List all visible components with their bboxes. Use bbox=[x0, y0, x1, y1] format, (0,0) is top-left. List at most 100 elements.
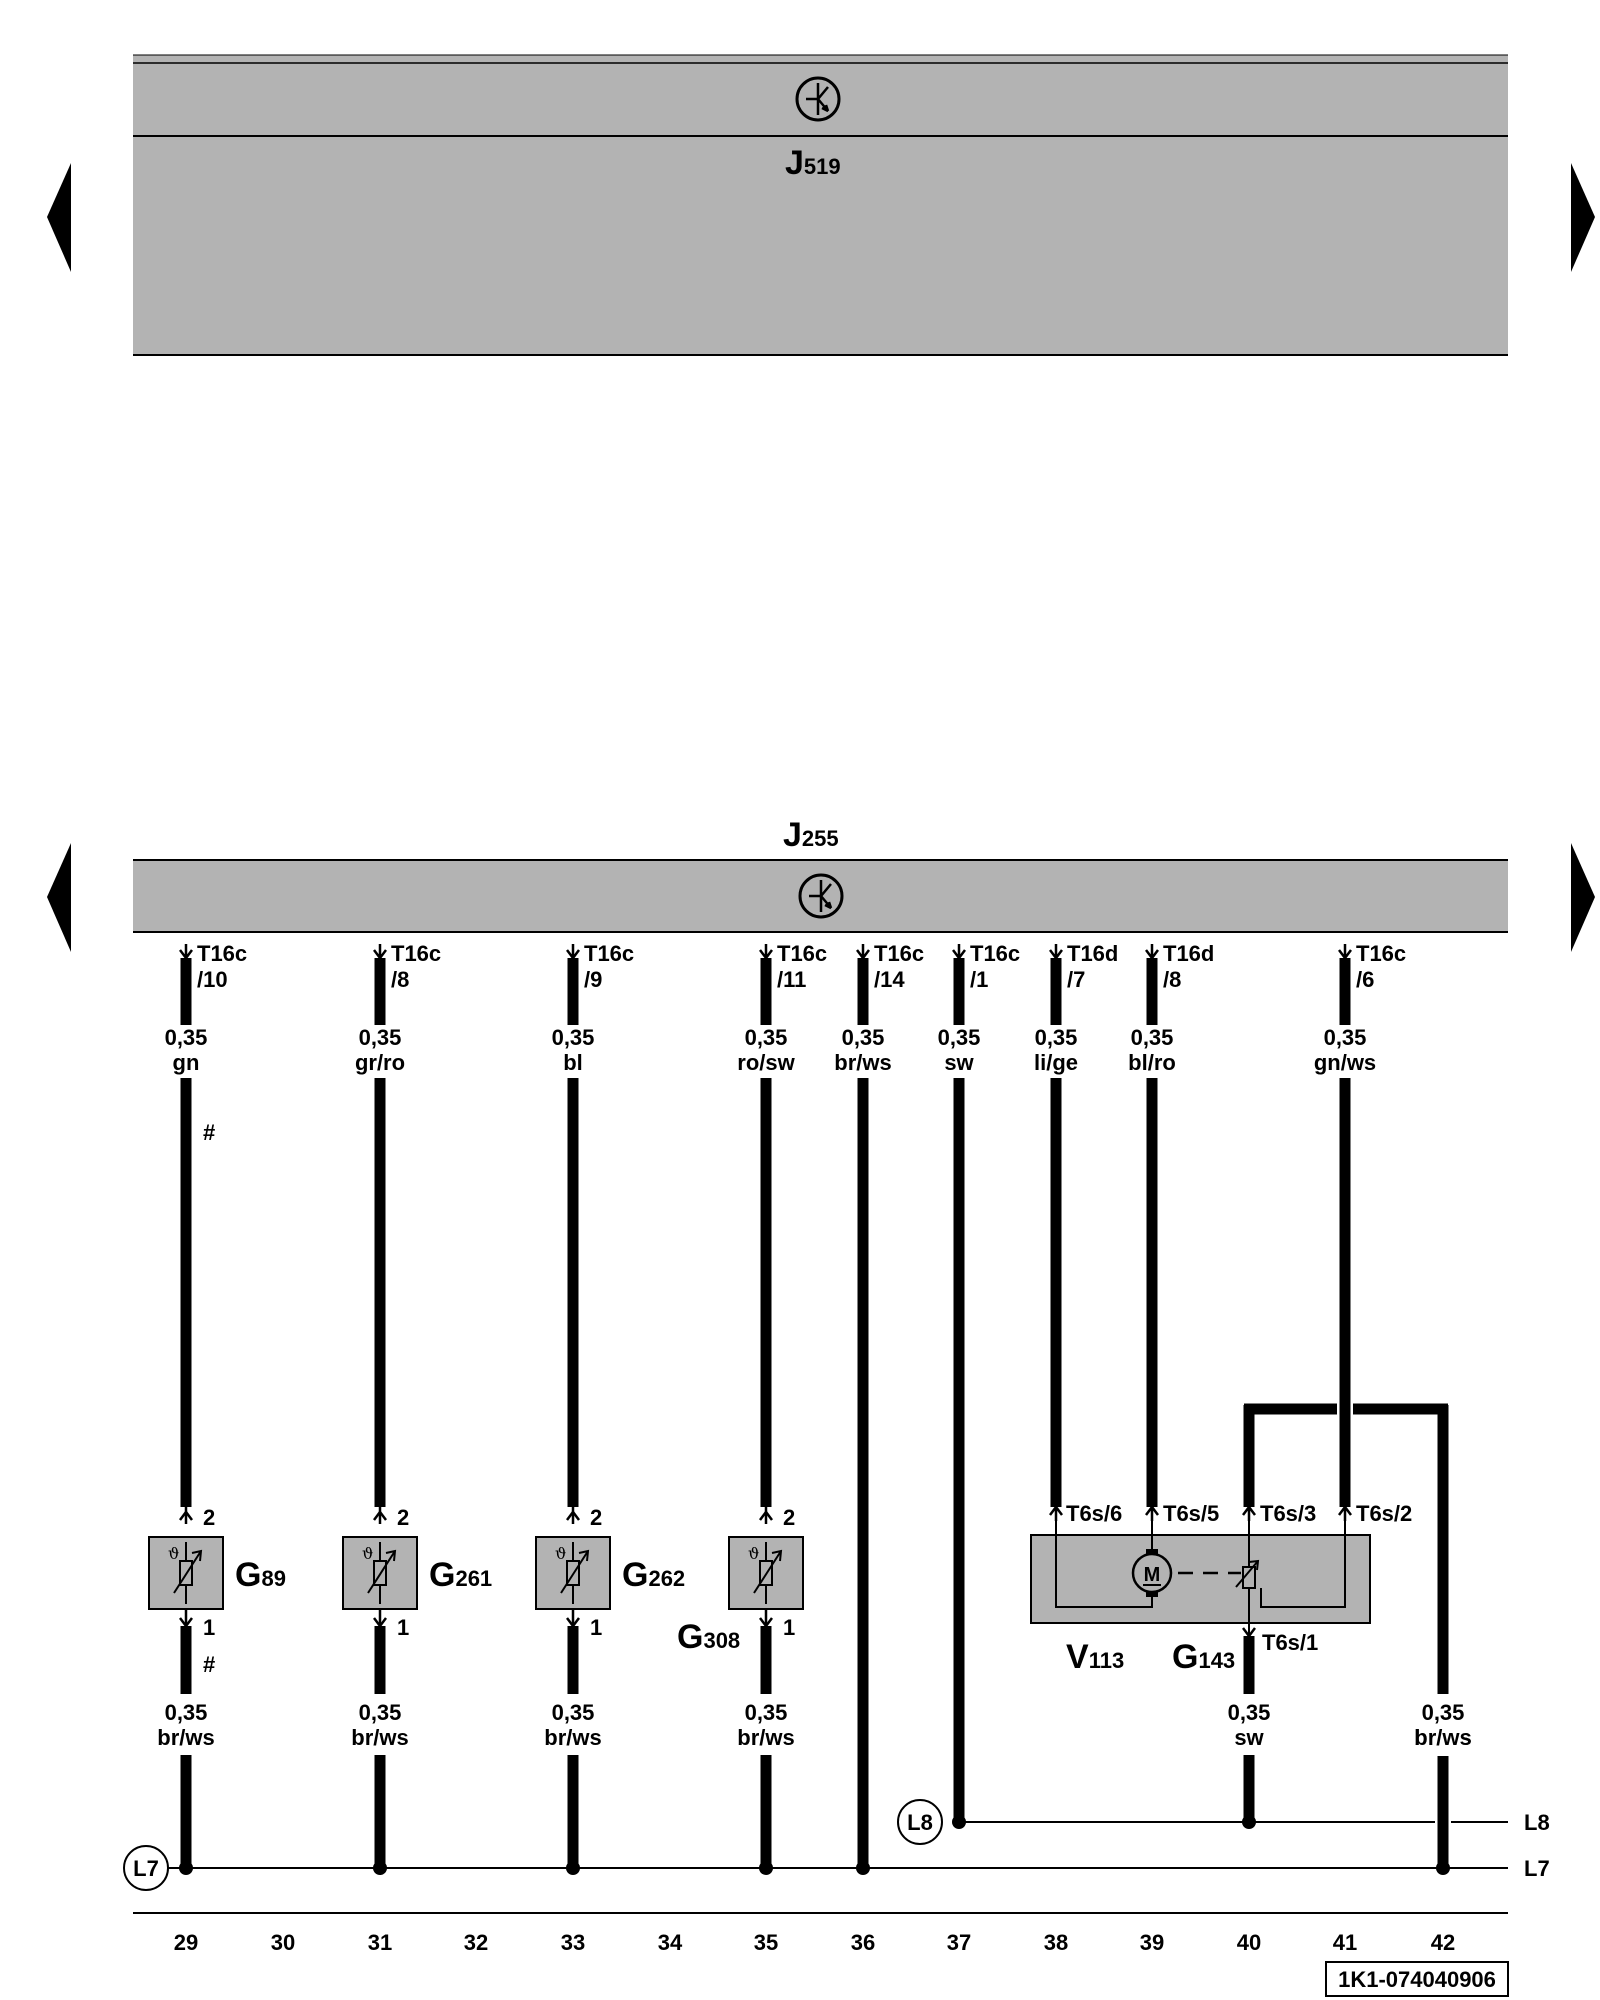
wire-label-36: T16c /14 0,35 br/ws bbox=[834, 941, 924, 1075]
pin-label: 2 bbox=[203, 1505, 215, 1530]
wire-hash-mark: # bbox=[203, 1120, 215, 1145]
column-number: 30 bbox=[271, 1930, 295, 1955]
wire-size: 0,35 bbox=[1228, 1700, 1271, 1725]
svg-text:ϑ: ϑ bbox=[168, 1544, 179, 1563]
bus-l7: L7 L7 bbox=[123, 1845, 1550, 1891]
pin-label: T16d bbox=[1163, 941, 1214, 966]
pin-label: 1 bbox=[397, 1615, 409, 1640]
nav-right-arrow-icon[interactable] bbox=[1571, 163, 1595, 272]
column-number: 42 bbox=[1431, 1930, 1455, 1955]
wire-label-33: T16c /9 0,35 bl bbox=[552, 941, 635, 1075]
wire-color: ro/sw bbox=[737, 1050, 795, 1075]
wire-label-29: T16c /10 0,35 gn # bbox=[165, 941, 248, 1145]
sensor-label: G bbox=[429, 1556, 455, 1594]
wire-label-39: T16d /8 0,35 bl/ro bbox=[1128, 941, 1214, 1075]
thermistor-icon: ϑ bbox=[362, 1542, 397, 1604]
bus-l7-label: L7 bbox=[1524, 1856, 1550, 1881]
svg-text:ϑ: ϑ bbox=[362, 1544, 373, 1563]
control-unit-symbol-icon bbox=[798, 873, 844, 919]
pin-label: T16c bbox=[1356, 941, 1406, 966]
wire-size: 0,35 bbox=[165, 1700, 208, 1725]
wire-color: br/ws bbox=[737, 1725, 794, 1750]
motor-symbol: M bbox=[1144, 1564, 1161, 1586]
wire-size: 0,35 bbox=[552, 1025, 595, 1050]
control-unit-j255: J255 bbox=[133, 816, 1508, 933]
motor-label: V bbox=[1066, 1638, 1089, 1676]
control-unit-top-label: J bbox=[785, 144, 804, 182]
svg-text:G308: G308 bbox=[677, 1618, 740, 1656]
wire-label-37: T16c /1 0,35 sw bbox=[938, 941, 1021, 1075]
wire-color: li/ge bbox=[1034, 1050, 1078, 1075]
wire-color: gr/ro bbox=[355, 1050, 405, 1075]
wire-size: 0,35 bbox=[1324, 1025, 1367, 1050]
wire-color: br/ws bbox=[351, 1725, 408, 1750]
column-number: 31 bbox=[368, 1930, 392, 1955]
wire-size: 0,35 bbox=[359, 1700, 402, 1725]
document-id: 1K1-074040906 bbox=[1338, 1967, 1496, 1992]
bus-l8-label: L8 bbox=[1524, 1810, 1550, 1835]
svg-text:ϑ: ϑ bbox=[748, 1544, 759, 1563]
thermistor-icon: ϑ bbox=[748, 1542, 783, 1604]
wire-color: sw bbox=[944, 1050, 974, 1075]
nav-left-arrow-icon[interactable] bbox=[47, 843, 71, 952]
potentiometer-label: G bbox=[1172, 1638, 1198, 1676]
svg-text:G262: G262 bbox=[622, 1556, 685, 1594]
column-number: 29 bbox=[174, 1930, 198, 1955]
pin-label: T16c bbox=[197, 941, 247, 966]
wire-size: 0,35 bbox=[359, 1025, 402, 1050]
column-number: 32 bbox=[464, 1930, 488, 1955]
sensor-label: G bbox=[677, 1618, 703, 1656]
wire-color: gn/ws bbox=[1314, 1050, 1376, 1075]
motor-assembly-v113[interactable]: T6s/6 T6s/5 T6s/3 T6s/2 M T6s/1 V113 bbox=[1030, 1403, 1472, 1868]
bus-l8: L8 L8 bbox=[897, 1799, 1550, 1845]
wire-label-35: T16c /11 0,35 ro/sw bbox=[737, 941, 827, 1075]
wire-size: 0,35 bbox=[1131, 1025, 1174, 1050]
pin-label: T6s/6 bbox=[1066, 1501, 1122, 1526]
control-unit-top-sub: 519 bbox=[804, 154, 841, 179]
control-unit-j519: J519 bbox=[133, 54, 1508, 356]
motor-sub: 113 bbox=[1089, 1648, 1125, 1673]
control-unit-symbol-icon bbox=[795, 76, 841, 122]
svg-text:J519: J519 bbox=[785, 144, 841, 182]
sensor-g308[interactable]: 2 ϑ 1 G308 0,35 br/ws bbox=[677, 1505, 804, 1868]
control-unit-bottom-sub: 255 bbox=[802, 826, 839, 851]
sensor-sub: 89 bbox=[261, 1566, 285, 1591]
pin-label: /6 bbox=[1356, 967, 1374, 992]
wire-color: br/ws bbox=[834, 1050, 891, 1075]
pin-label: /8 bbox=[1163, 967, 1181, 992]
wire-color: bl/ro bbox=[1128, 1050, 1176, 1075]
wire-label-31: T16c /8 0,35 gr/ro bbox=[355, 941, 441, 1075]
sensor-label: G bbox=[622, 1556, 648, 1594]
svg-text:ϑ: ϑ bbox=[555, 1544, 566, 1563]
sensor-g89[interactable]: 2 ϑ 1 G89 # 0,35 br/ws bbox=[148, 1505, 286, 1868]
pin-label: /9 bbox=[584, 967, 602, 992]
wire-color: gn bbox=[173, 1050, 200, 1075]
svg-text:G143: G143 bbox=[1172, 1638, 1235, 1676]
pin-label: T16c bbox=[584, 941, 634, 966]
bus-l8-circle-label: L8 bbox=[907, 1810, 933, 1835]
wire-size: 0,35 bbox=[165, 1025, 208, 1050]
pin-label: T16c bbox=[970, 941, 1020, 966]
column-number: 40 bbox=[1237, 1930, 1261, 1955]
column-number: 39 bbox=[1140, 1930, 1164, 1955]
nav-right-arrow-icon[interactable] bbox=[1571, 843, 1595, 952]
pin-label: 2 bbox=[590, 1505, 602, 1530]
sensor-g262[interactable]: 2 ϑ 1 G262 0,35 br/ws bbox=[535, 1505, 685, 1868]
sensor-g261[interactable]: 2 ϑ 1 G261 0,35 br/ws bbox=[342, 1505, 492, 1868]
wire-size: 0,35 bbox=[842, 1025, 885, 1050]
wire-size: 0,35 bbox=[552, 1700, 595, 1725]
wire-color: br/ws bbox=[157, 1725, 214, 1750]
ground-bus-label-icon: L7 bbox=[123, 1845, 169, 1891]
pin-label: /10 bbox=[197, 967, 228, 992]
pin-label: /1 bbox=[970, 967, 988, 992]
pin-label: 1 bbox=[783, 1615, 795, 1640]
pin-label: T6s/1 bbox=[1262, 1630, 1318, 1655]
wire-color: br/ws bbox=[544, 1725, 601, 1750]
column-numbers: 29 30 31 32 33 34 35 36 37 38 39 40 41 4… bbox=[174, 1930, 1455, 1955]
pin-label: 2 bbox=[397, 1505, 409, 1530]
wire-group bbox=[179, 944, 1352, 1868]
pin-label: /14 bbox=[874, 967, 905, 992]
nav-left-arrow-icon[interactable] bbox=[47, 163, 71, 272]
wire-size: 0,35 bbox=[745, 1025, 788, 1050]
pin-label: /7 bbox=[1067, 967, 1085, 992]
